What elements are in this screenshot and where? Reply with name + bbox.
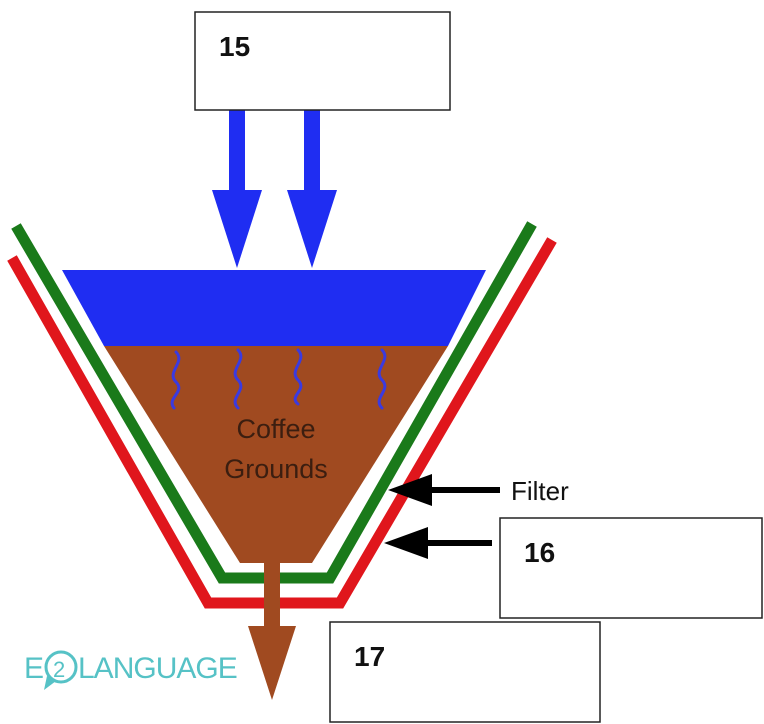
water-arrow-left-head xyxy=(212,190,262,268)
arrow-down-icon xyxy=(248,560,296,700)
answer-box-17-label: 17 xyxy=(354,641,385,672)
logo-prefix: E xyxy=(24,652,43,685)
answer-box-15-label: 15 xyxy=(219,31,250,62)
answer-box-16-label: 16 xyxy=(524,537,555,568)
logo-speech-circle xyxy=(44,650,78,684)
logo-word: LANGUAGE xyxy=(78,652,237,685)
arrow-left-icon xyxy=(384,527,492,559)
answer-box-16[interactable] xyxy=(499,517,763,619)
answer-box-17[interactable] xyxy=(329,621,601,723)
logo-number: 2 xyxy=(53,657,65,682)
coffee-grounds-layer xyxy=(104,346,448,563)
water-arrow-right-head xyxy=(287,190,337,268)
logo-speech-tail xyxy=(44,676,56,690)
box16-pointer-head xyxy=(384,527,428,559)
e2-language-logo: E 2 LANGUAGE xyxy=(24,650,238,690)
answer-box-15[interactable] xyxy=(194,11,451,111)
drip-arrow-head xyxy=(248,626,296,700)
steam-squiggle-3 xyxy=(293,348,303,406)
steam-squiggle-4 xyxy=(377,348,387,410)
filter-pointer-head xyxy=(388,474,432,506)
arrow-down-icon xyxy=(212,110,337,268)
steam-squiggle-2 xyxy=(233,348,243,410)
water-layer xyxy=(62,270,486,346)
coffee-grounds-label-line2: Grounds xyxy=(224,454,328,484)
water-arrow-right-shaft xyxy=(304,110,320,192)
drip-arrow-shaft xyxy=(264,560,280,630)
filter-label: Filter xyxy=(511,476,569,506)
water-arrow-left-shaft xyxy=(229,110,245,192)
steam-squiggle-1 xyxy=(170,350,181,410)
arrow-left-icon xyxy=(388,474,500,506)
coffee-grounds-label-line1: Coffee xyxy=(236,414,315,444)
steam-icon xyxy=(170,348,387,410)
